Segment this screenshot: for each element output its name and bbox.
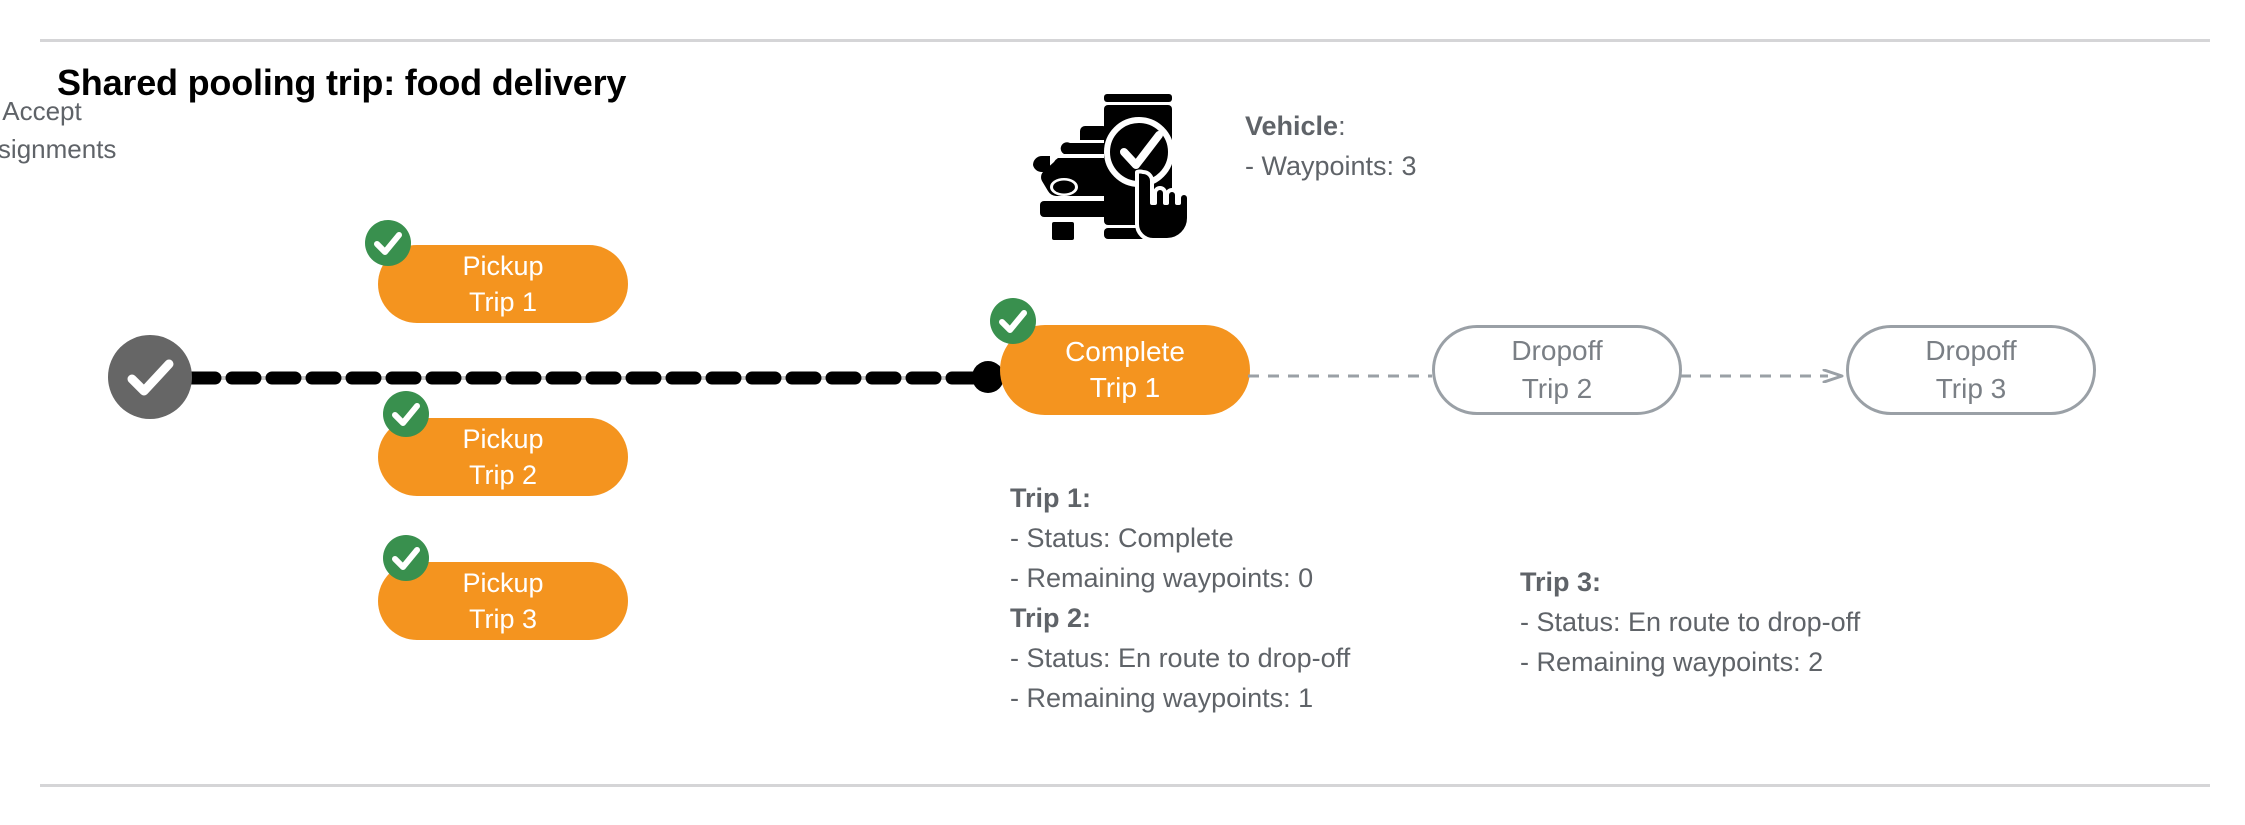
dropoff-2-line-1: Dropoff	[1511, 335, 1603, 366]
pickup-trip-3-node[interactable]: Pickup Trip 3	[378, 562, 628, 640]
pickup-1-line-1: Pickup	[462, 251, 544, 281]
pickup-2-line-2: Trip 2	[468, 460, 537, 490]
page-title: Shared pooling trip: food delivery	[57, 62, 627, 103]
route-dashed-black	[185, 370, 999, 386]
trip-info-right: Trip 3: - Status: En route to drop-off -…	[1520, 562, 1860, 682]
trip1-heading: Trip 1:	[1010, 483, 1092, 513]
trip2-status: - Status: En route to drop-off	[1010, 643, 1351, 673]
vehicle-heading-colon: :	[1338, 111, 1346, 141]
connector-dropoff-2-to-dropoff-3	[1680, 368, 1848, 384]
dropoff-3-line-2: Trip 3	[1935, 373, 2007, 404]
car-phone-check-icon	[1030, 80, 1190, 240]
pickup-1-line-2: Trip 1	[468, 287, 537, 317]
check-badge-icon-pickup-2	[383, 391, 429, 437]
pickup-2-line-1: Pickup	[462, 424, 544, 454]
trip1-status: - Status: Complete	[1010, 523, 1234, 553]
dropoff-3-line-1: Dropoff	[1925, 335, 2017, 366]
vehicle-waypoints: - Waypoints: 3	[1245, 151, 1417, 181]
bottom-divider	[40, 784, 2210, 787]
trip1-waypoints: - Remaining waypoints: 0	[1010, 563, 1314, 593]
trip-info-left: Trip 1: - Status: Complete - Remaining w…	[1010, 478, 1350, 718]
pickup-3-line-1: Pickup	[462, 568, 544, 598]
vehicle-heading-line: Vehicle:	[1245, 106, 1417, 146]
accept-label-line-2: Assignments	[0, 134, 117, 164]
complete-line-2: Trip 1	[1089, 372, 1161, 403]
trip2-waypoints: - Remaining waypoints: 1	[1010, 683, 1314, 713]
connector-complete-to-dropoff-2	[1248, 369, 1432, 383]
trip3-heading: Trip 3:	[1520, 567, 1602, 597]
route-endpoint-dot	[972, 361, 1004, 393]
pickup-trip-2-node[interactable]: Pickup Trip 2	[378, 418, 628, 496]
check-circle-icon	[108, 335, 192, 419]
pickup-3-line-2: Trip 3	[468, 604, 537, 634]
check-badge-icon-complete	[990, 298, 1036, 344]
complete-trip-1-node[interactable]: Complete Trip 1	[1000, 325, 1250, 415]
dropoff-2-line-2: Trip 2	[1521, 373, 1593, 404]
dropoff-trip-2-node[interactable]: Dropoff Trip 2	[1432, 325, 1682, 415]
check-badge-icon-pickup-3	[383, 535, 429, 581]
vehicle-caption: Vehicle: - Waypoints: 3	[1245, 106, 1417, 186]
trip2-heading: Trip 2:	[1010, 603, 1092, 633]
accept-circle	[108, 335, 192, 419]
trip3-status: - Status: En route to drop-off	[1520, 607, 1861, 637]
dropoff-trip-3-node[interactable]: Dropoff Trip 3	[1846, 325, 2096, 415]
top-divider	[40, 39, 2210, 42]
check-badge-icon-pickup-1	[365, 220, 411, 266]
accept-assignments-node[interactable]	[108, 335, 192, 419]
complete-line-1: Complete	[1065, 336, 1185, 367]
accept-assignments-label: Accept Assignments	[0, 92, 146, 168]
pickup-trip-1-node[interactable]: Pickup Trip 1	[378, 245, 628, 323]
trip3-waypoints: - Remaining waypoints: 2	[1520, 647, 1824, 677]
accept-label-line-1: Accept	[2, 96, 82, 126]
vehicle-heading: Vehicle	[1245, 111, 1339, 141]
